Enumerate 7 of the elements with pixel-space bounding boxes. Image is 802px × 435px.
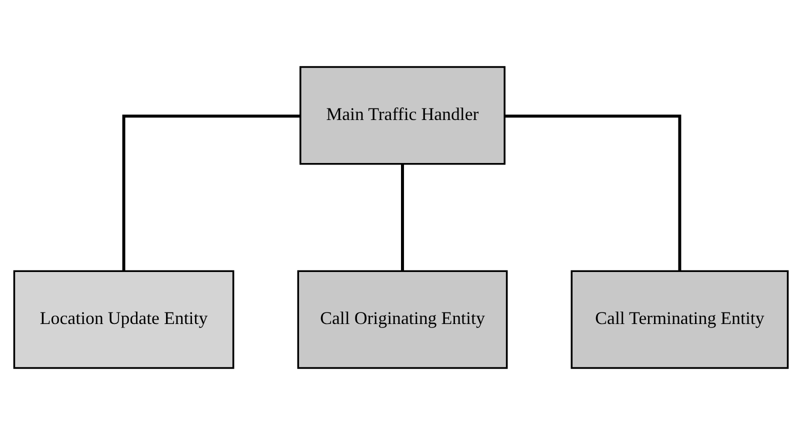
- connector: [401, 164, 404, 272]
- node-box: Call Terminating Entity: [570, 270, 789, 369]
- connector: [504, 114, 682, 271]
- connector: [122, 114, 300, 271]
- node-box: Main Traffic Handler: [300, 66, 506, 165]
- node-box: Location Update Entity: [13, 270, 234, 369]
- node-box: Call Originating Entity: [297, 270, 508, 369]
